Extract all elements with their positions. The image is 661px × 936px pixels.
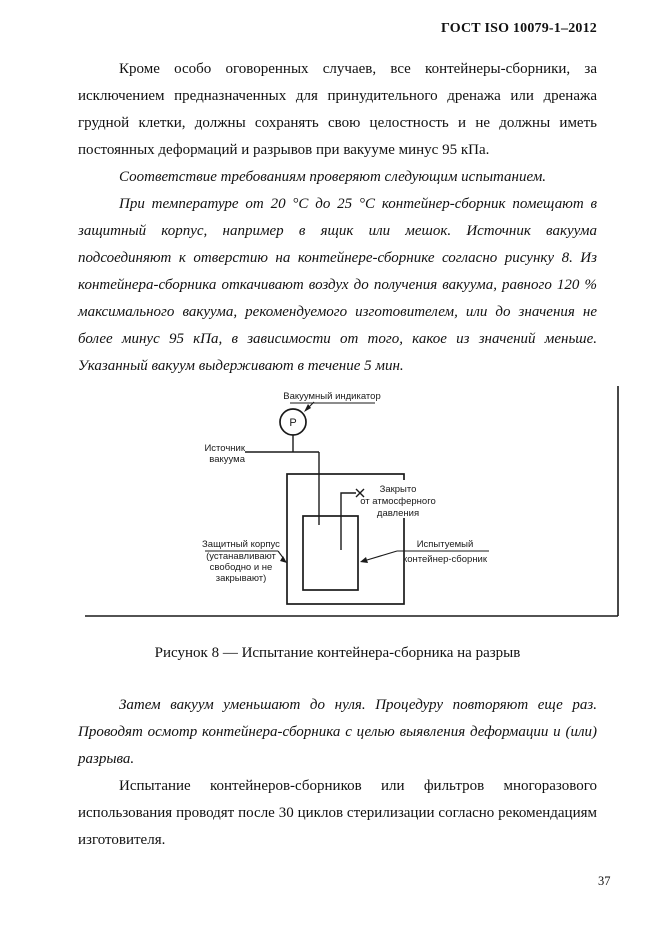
document-header: ГОСТ ISO 10079-1–2012: [440, 21, 597, 36]
text-line: защитный корпус, например в ящик или меш…: [78, 223, 597, 239]
text-line: Проводят осмотр контейнера-сборника с це…: [78, 724, 597, 740]
text-line: постоянных деформаций и разрывов при вак…: [78, 142, 490, 158]
text-line: Указанный вакуум выдерживают в течение 5…: [78, 358, 404, 374]
atmospheric-port-pipe: [340, 492, 356, 550]
vacuum-test-schematic: P Вакуумный индикатор Источник вакуума З…: [85, 386, 619, 617]
page-number: 37: [598, 874, 611, 888]
label-closed-line1: Закрыто: [380, 484, 417, 495]
label-protective-case-line1: Защитный корпус: [202, 539, 280, 550]
text-line: контейнера-сборника откачивают воздух до…: [78, 277, 597, 293]
case-arrowhead-icon: [280, 556, 287, 563]
label-vacuum-source-line1: Источник: [204, 443, 245, 454]
indicator-arrowhead-icon: [304, 404, 311, 412]
label-protective-case-line3: свободно и не: [210, 562, 273, 573]
paragraph: Затем вакуум уменьшают до нуля. Процедур…: [78, 692, 597, 773]
protective-case-box: [286, 473, 405, 605]
label-closed-line2: от атмосферного: [360, 496, 436, 507]
label-vacuum-source-line2: вакуума: [209, 454, 245, 465]
paragraph: Кроме особо оговоренных случаев, все кон…: [78, 56, 597, 164]
figure-8-diagram: P Вакуумный индикатор Источник вакуума З…: [78, 385, 620, 618]
text-line: Кроме особо оговоренных случаев, все кон…: [119, 61, 597, 77]
label-vacuum-indicator: Вакуумный индикатор: [283, 391, 380, 402]
text-line: Испытание контейнеров-сборников или филь…: [119, 778, 597, 794]
label-test-container-line1: Испытуемый: [417, 539, 474, 550]
container-arrow-line: [366, 550, 398, 561]
label-backing: [366, 480, 432, 518]
text-line: подсоединяют к отверстию на контейнере-с…: [78, 250, 597, 266]
text-line: При температуре от 20 °С до 25 °С контей…: [119, 196, 597, 212]
paragraph: Соответствие требованиям проверяют следу…: [78, 164, 597, 191]
text-line: максимального вакуума, рекомендуемого из…: [78, 304, 597, 320]
paragraph: При температуре от 20 °С до 25 °С контей…: [78, 191, 597, 380]
pressure-gauge: P: [279, 408, 307, 436]
text-line: Соответствие требованиям проверяют следу…: [119, 169, 547, 185]
label-test-container-line2: контейнер-сборник: [403, 554, 488, 565]
figure-caption: Рисунок 8 — Испытание контейнера-сборник…: [154, 645, 521, 661]
paragraph: Испытание контейнеров-сборников или филь…: [78, 773, 597, 854]
text-line: разрыва.: [78, 751, 135, 767]
text-line: использования проводят после 30 циклов с…: [78, 805, 597, 821]
test-container-box: [302, 515, 359, 591]
text-line: Затем вакуум уменьшают до нуля. Процедур…: [119, 697, 597, 713]
closed-valve-icon: [355, 488, 365, 498]
label-protective-case-line4: закрывают): [216, 573, 267, 584]
label-protective-case-line2: (устанавливают: [206, 551, 276, 562]
body-text-after-figure: Затем вакуум уменьшают до нуля. Процедур…: [78, 692, 597, 854]
text-line: грудной клетки, должны сохранять свою це…: [78, 115, 597, 131]
text-line: исключением предназначенных для принудит…: [78, 88, 597, 104]
text-line: изготовителя.: [78, 832, 166, 848]
body-text-before-figure: Кроме особо оговоренных случаев, все кон…: [78, 56, 597, 380]
label-closed-line3: давления: [377, 508, 419, 519]
container-arrowhead-icon: [360, 557, 368, 563]
gauge-letter: P: [289, 417, 296, 429]
text-line: более минус 95 кПа, в зависимости от тог…: [78, 331, 597, 347]
